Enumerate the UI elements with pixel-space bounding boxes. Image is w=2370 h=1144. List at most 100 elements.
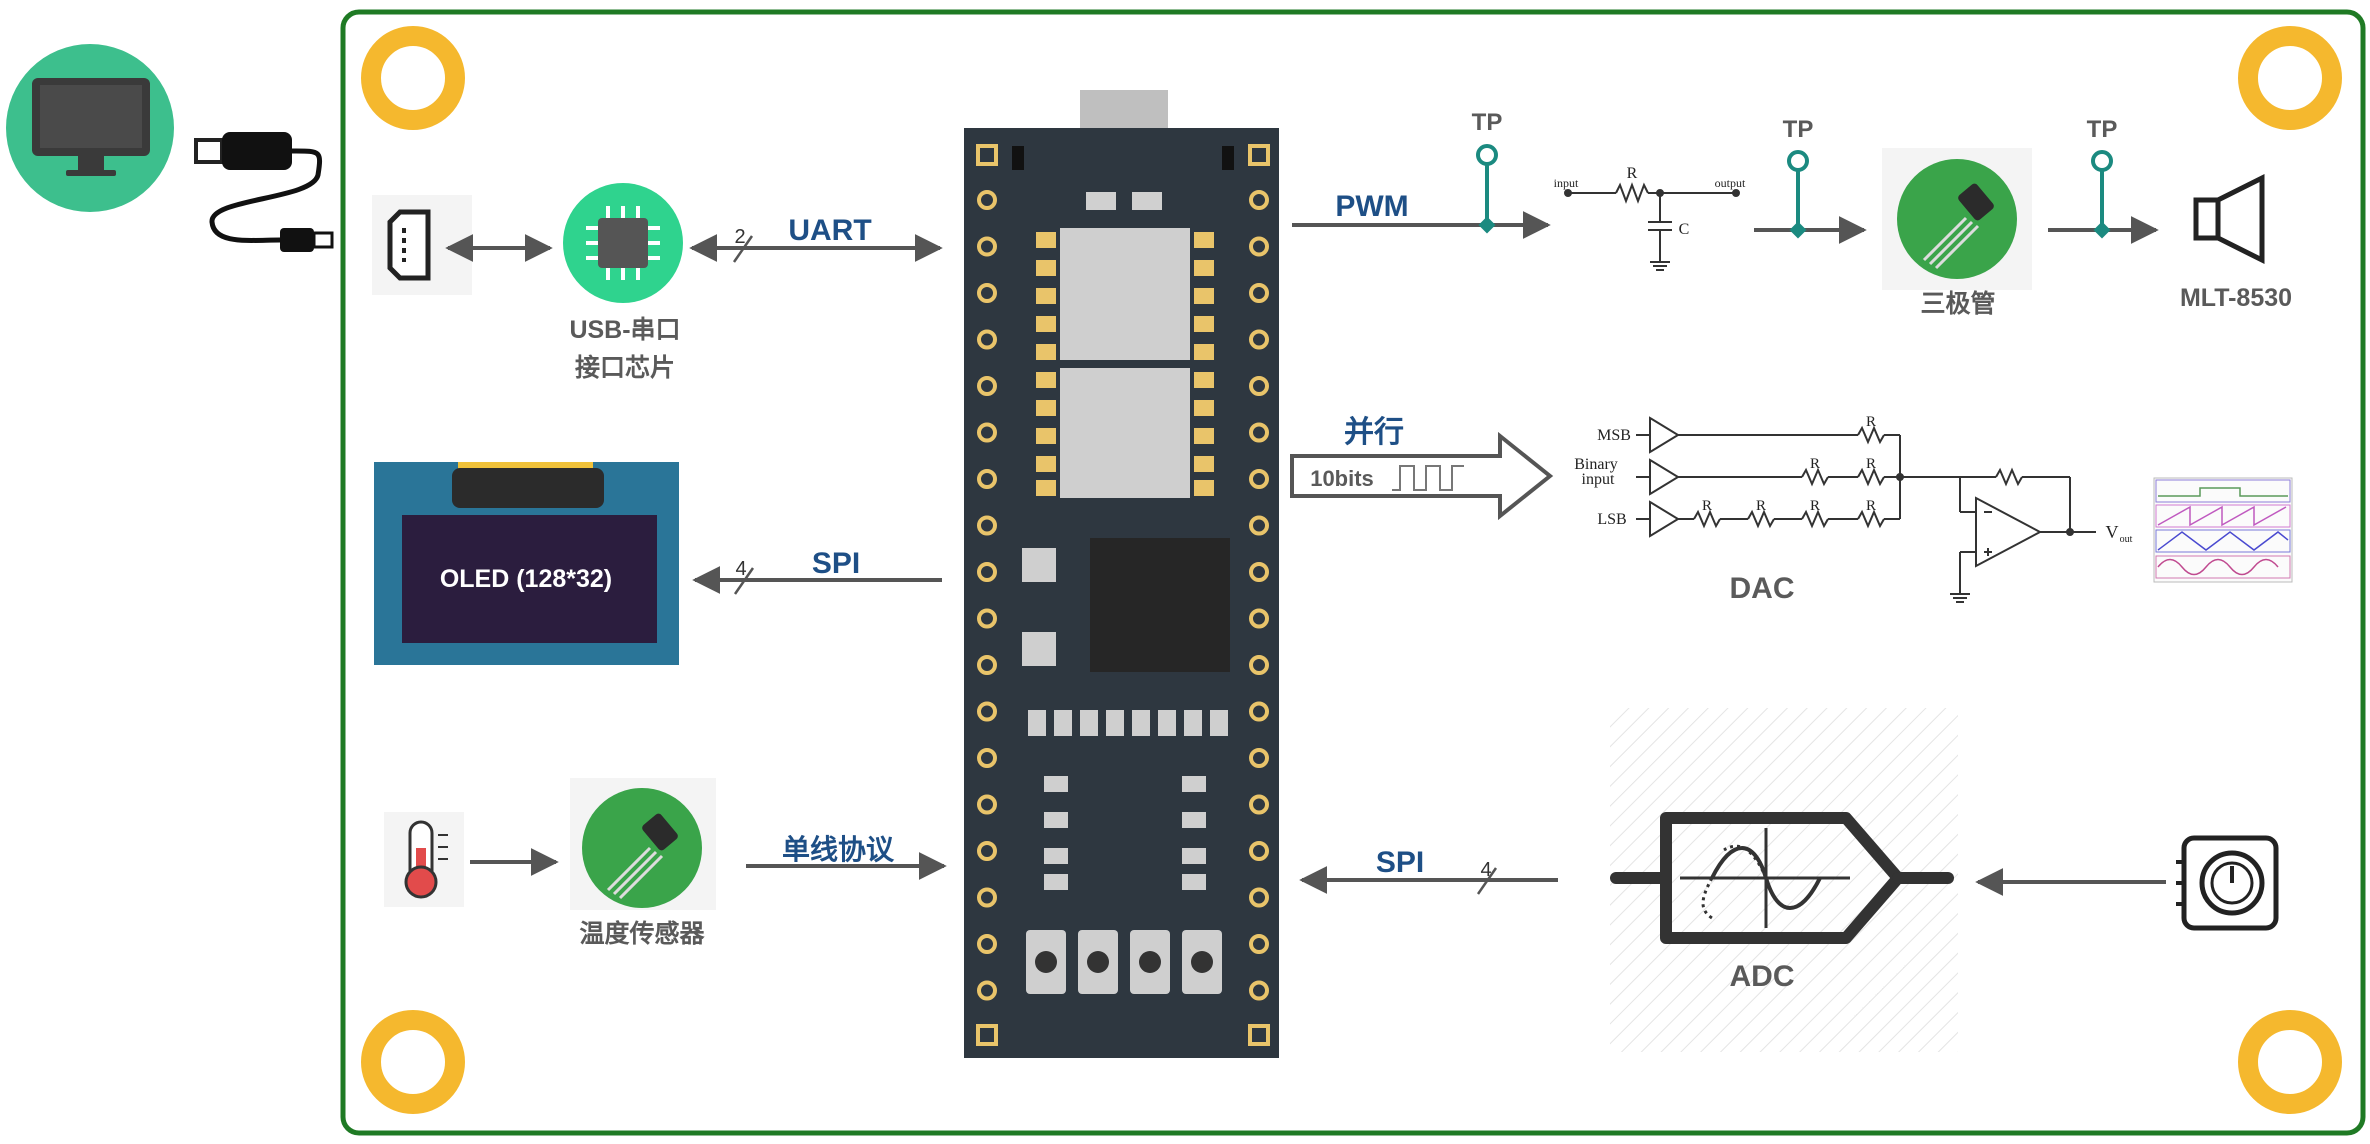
dac-msb-label: MSB <box>1597 427 1631 444</box>
header-pin <box>977 701 997 722</box>
header-pin <box>1249 794 1269 815</box>
computer-icon <box>6 44 174 212</box>
speaker-label: MLT-8530 <box>2180 284 2292 312</box>
header-pin <box>977 376 997 396</box>
header-pin <box>977 841 997 861</box>
speaker-icon <box>2193 173 2265 265</box>
header-pin <box>1249 655 1269 675</box>
testpoint-2-label: TP <box>1783 116 1814 143</box>
testpoint-3-label: TP <box>2087 116 2118 143</box>
pwm-label: PWM <box>1335 190 1408 223</box>
temperature-sensor-icon <box>570 778 716 910</box>
header-pin <box>1249 283 1269 303</box>
header-pin <box>1249 515 1269 536</box>
dac-label: DAC <box>1730 572 1795 605</box>
dac-r-label-5: R <box>1756 498 1766 514</box>
rc-output-label: output <box>1715 176 1746 190</box>
potentiometer-icon <box>2176 835 2279 931</box>
header-pin <box>1249 422 1269 443</box>
mount-hole-top-right <box>2238 26 2342 130</box>
chip-icon <box>563 183 683 303</box>
mount-hole-bottom-right <box>2238 1010 2342 1114</box>
header-pin <box>977 515 997 536</box>
header-pin <box>1249 841 1269 861</box>
header-pin <box>1249 562 1269 582</box>
spi-adc-bit-count: 4 <box>1480 859 1491 881</box>
rc-r-label: R <box>1627 165 1638 182</box>
header-pin <box>977 748 997 768</box>
usb-cable-icon <box>194 132 334 252</box>
dac-r-label-6: R <box>1810 498 1820 514</box>
header-pin <box>977 236 997 257</box>
dac-vout-sub-label: out <box>2120 534 2133 545</box>
dac-vout-label: V <box>2106 522 2119 542</box>
testpoint-3 <box>2091 150 2113 239</box>
spi-oled-label: SPI <box>812 547 860 580</box>
transistor-label: 三极管 <box>1920 289 1995 318</box>
usb-chip-label-1: USB-串口 <box>569 315 680 344</box>
header-pin <box>1249 190 1269 210</box>
mount-holes <box>361 26 2342 1114</box>
parallel-bus-arrow <box>1290 431 1554 521</box>
header-pin <box>1249 608 1269 629</box>
usb-chip-label-2: 接口芯片 <box>575 354 675 382</box>
dac-r-label-4: R <box>1702 498 1712 514</box>
header-pin <box>977 283 997 303</box>
transistor-icon <box>1882 148 2032 290</box>
header-pin <box>977 887 997 908</box>
testpoint-1 <box>1476 144 1498 234</box>
parallel-label: 并行 <box>1344 416 1404 449</box>
waveform-thumbnails <box>2153 477 2293 583</box>
header-pin <box>1249 980 1269 1001</box>
dac-circuit <box>1636 416 2096 603</box>
header-pin <box>977 934 997 954</box>
header-pin <box>977 794 997 815</box>
dac-r-label-7: R <box>1866 498 1876 514</box>
testpoint-1-label: TP <box>1472 109 1503 136</box>
one-wire-label: 单线协议 <box>782 834 895 865</box>
rc-input-label: input <box>1554 176 1579 190</box>
testpoint-2 <box>1787 150 1809 239</box>
dac-r-label-3: R <box>1866 456 1876 472</box>
bits10-label: 10bits <box>1310 466 1374 491</box>
uart-bus-slash <box>732 235 754 263</box>
header-pin <box>1249 236 1269 257</box>
dac-r-label-2: R <box>1810 456 1820 472</box>
spi-adc-label: SPI <box>1376 846 1424 879</box>
header-pin <box>1249 748 1269 768</box>
header-pin <box>1249 701 1269 722</box>
header-pin <box>1249 376 1269 396</box>
adc-symbol <box>1610 812 1954 944</box>
board-outline <box>340 9 2366 1136</box>
header-pin <box>977 469 997 489</box>
mount-hole-top-left <box>361 26 465 130</box>
header-pin <box>977 562 997 582</box>
oled-label: OLED (128*32) <box>440 565 612 593</box>
oled-display <box>374 462 679 665</box>
mcu-board <box>964 90 1279 1058</box>
rc-filter-circuit <box>1564 182 1740 271</box>
header-pin <box>1249 329 1269 350</box>
header-pin <box>977 608 997 629</box>
micro-usb-port-icon <box>372 195 472 295</box>
rc-c-label: C <box>1679 221 1690 238</box>
spi-oled-bit-count: 4 <box>735 558 746 580</box>
header-pin <box>977 329 997 350</box>
spi-oled-bus-slash <box>733 567 755 595</box>
temperature-sensor-label: 温度传感器 <box>579 919 705 948</box>
mount-hole-bottom-left <box>361 1010 465 1114</box>
adc-label: ADC <box>1730 960 1795 993</box>
dac-lsb-label: LSB <box>1597 511 1626 528</box>
spi-adc-bus-slash <box>1476 867 1498 895</box>
header-pin <box>1249 934 1269 954</box>
thermometer-icon <box>384 812 464 907</box>
dac-input-label: input <box>1582 471 1615 488</box>
header-pin <box>1249 469 1269 489</box>
uart-bit-count: 2 <box>734 226 745 248</box>
dac-r-label-1: R <box>1866 414 1876 430</box>
header-pin <box>1249 887 1269 908</box>
header-pin <box>977 980 997 1001</box>
uart-label: UART <box>788 214 871 247</box>
header-pin <box>977 190 997 210</box>
